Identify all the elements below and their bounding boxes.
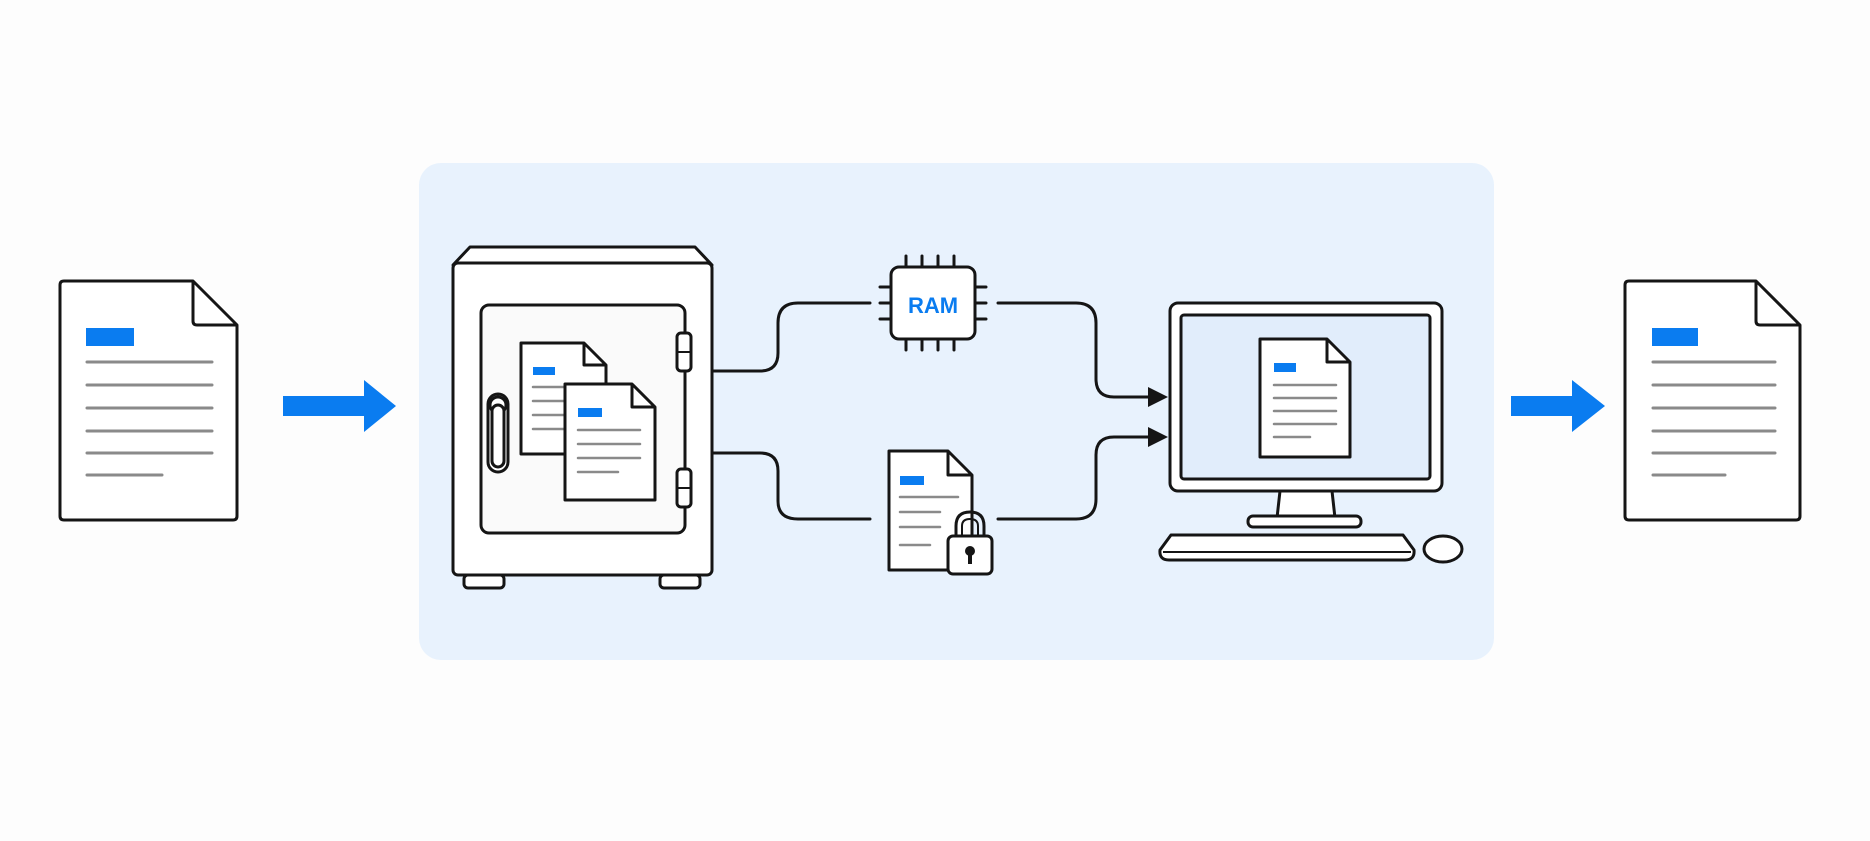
arrowhead-icon <box>1148 387 1168 407</box>
ram-label: RAM <box>908 293 958 318</box>
connector-locked-document-to-computer <box>996 435 1152 521</box>
connector-safe-to-locked-document <box>710 451 872 521</box>
arrow-right-icon <box>283 380 396 432</box>
on-screen-document-icon <box>1258 337 1352 459</box>
output-document-icon <box>1623 279 1802 522</box>
connector-ram-to-computer <box>996 301 1152 399</box>
stored-document-icon <box>563 382 657 502</box>
locked-document-icon <box>887 449 994 576</box>
arrowhead-icon <box>1148 427 1168 447</box>
connector-safe-to-ram <box>710 301 872 373</box>
input-document-icon <box>58 279 239 522</box>
arrow-right-icon <box>1511 380 1605 432</box>
mouse-icon <box>1422 534 1464 564</box>
padlock-icon <box>946 510 994 576</box>
desktop-computer-icon <box>1158 301 1464 564</box>
ram-chip-icon: RAM <box>878 254 988 352</box>
safe-icon <box>451 245 714 590</box>
